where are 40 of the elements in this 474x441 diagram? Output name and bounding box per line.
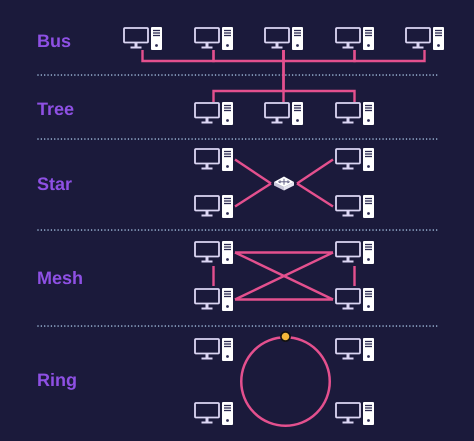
computer-icon (335, 102, 374, 125)
cable-line (353, 266, 356, 286)
computer-icon (194, 102, 233, 125)
computer-icon (194, 241, 233, 264)
cable-line (282, 50, 356, 102)
computer-icon (335, 402, 374, 425)
cable-line (234, 251, 334, 301)
cable-line (234, 158, 272, 184)
computer-icon (194, 338, 233, 361)
computer-icon (264, 27, 303, 50)
computer-icon (194, 288, 233, 311)
cable-line (212, 50, 285, 62)
section-label: Star (37, 174, 72, 194)
cable-line (296, 182, 334, 208)
computer-icon (194, 402, 233, 425)
cable-line (234, 182, 272, 208)
computer-icon (335, 338, 374, 361)
cable-line (141, 50, 215, 62)
network-switch-icon (273, 176, 295, 191)
computer-icon (194, 195, 233, 218)
section-label: Mesh (37, 268, 84, 288)
section-label: Bus (37, 31, 72, 51)
computer-icon (194, 27, 233, 50)
computer-icon (335, 195, 374, 218)
cable-line (353, 50, 426, 62)
computer-icon (194, 148, 233, 171)
cable-line (235, 298, 333, 301)
computer-icon (335, 27, 374, 50)
computer-icon (335, 288, 374, 311)
computer-icon (264, 102, 303, 125)
section-label: Ring (37, 370, 77, 390)
computer-icon (335, 241, 374, 264)
section-label: Tree (37, 99, 74, 119)
ring-circle (240, 336, 331, 426)
computer-icon (335, 148, 374, 171)
cable-line (235, 251, 333, 254)
computer-icon (405, 27, 444, 50)
cable-line (212, 266, 215, 286)
cable-line (296, 158, 334, 184)
computer-icon (123, 27, 162, 50)
